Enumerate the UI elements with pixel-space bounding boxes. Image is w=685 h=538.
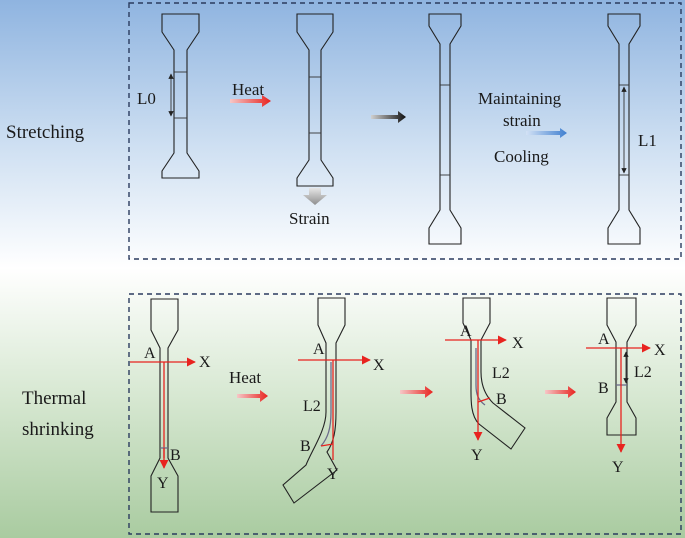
label-y-1: Y [157, 475, 169, 492]
specimen-heated [296, 13, 334, 187]
shrinking-row-label-line2: shrinking [22, 419, 94, 440]
label-x-2: X [373, 357, 385, 374]
cooling-arrow-icon [526, 128, 567, 138]
shrink-arrow-1-icon [400, 386, 433, 398]
specimen-original [161, 13, 200, 179]
label-l0: L0 [137, 89, 156, 108]
label-b-2: B [300, 438, 311, 455]
label-y-2: Y [327, 466, 339, 483]
stretching-background [0, 0, 685, 268]
label-a-2: A [313, 341, 325, 358]
label-l2-2: L2 [303, 398, 321, 415]
label-a-3: A [460, 323, 472, 340]
label-heat-shrinking: Heat [229, 368, 261, 387]
stretching-frame [128, 2, 682, 260]
label-y-4: Y [612, 459, 624, 476]
label-cooling: Cooling [494, 147, 549, 166]
label-strain: Strain [289, 209, 330, 228]
label-x-3: X [512, 335, 524, 352]
specimen-shrink-bending [282, 297, 371, 504]
specimen-cooled [607, 13, 641, 245]
label-l1: L1 [638, 131, 657, 150]
heat-arrow-shrinking-icon [237, 390, 268, 402]
label-heat-stretching: Heat [232, 80, 264, 99]
label-y-3: Y [471, 447, 483, 464]
heat-arrow-icon [230, 95, 271, 107]
label-a-1: A [144, 345, 156, 362]
specimen-shrink-final [586, 297, 651, 453]
shrink-arrow-2-icon [545, 386, 576, 398]
stretching-row-label: Stretching [6, 122, 85, 143]
label-x-1: X [199, 354, 211, 371]
shrinking-background [0, 268, 685, 538]
specimen-shrink-mid [445, 297, 526, 450]
specimen-shrink-start [130, 298, 196, 513]
label-maintaining: Maintaining [478, 89, 562, 108]
label-l2-4: L2 [634, 364, 652, 381]
label-b-3: B [496, 391, 507, 408]
label-l2-3: L2 [492, 365, 510, 382]
shrinking-row-label-line1: Thermal [22, 388, 86, 409]
label-b-4: B [598, 380, 609, 397]
label-b-1: B [170, 447, 181, 464]
strain-arrow-icon [303, 188, 327, 205]
label-maintaining-strain: strain [503, 111, 541, 130]
continue-arrow-icon [371, 111, 406, 123]
label-a-4: A [598, 331, 610, 348]
label-x-4: X [654, 342, 666, 359]
specimen-stretched [428, 13, 462, 245]
